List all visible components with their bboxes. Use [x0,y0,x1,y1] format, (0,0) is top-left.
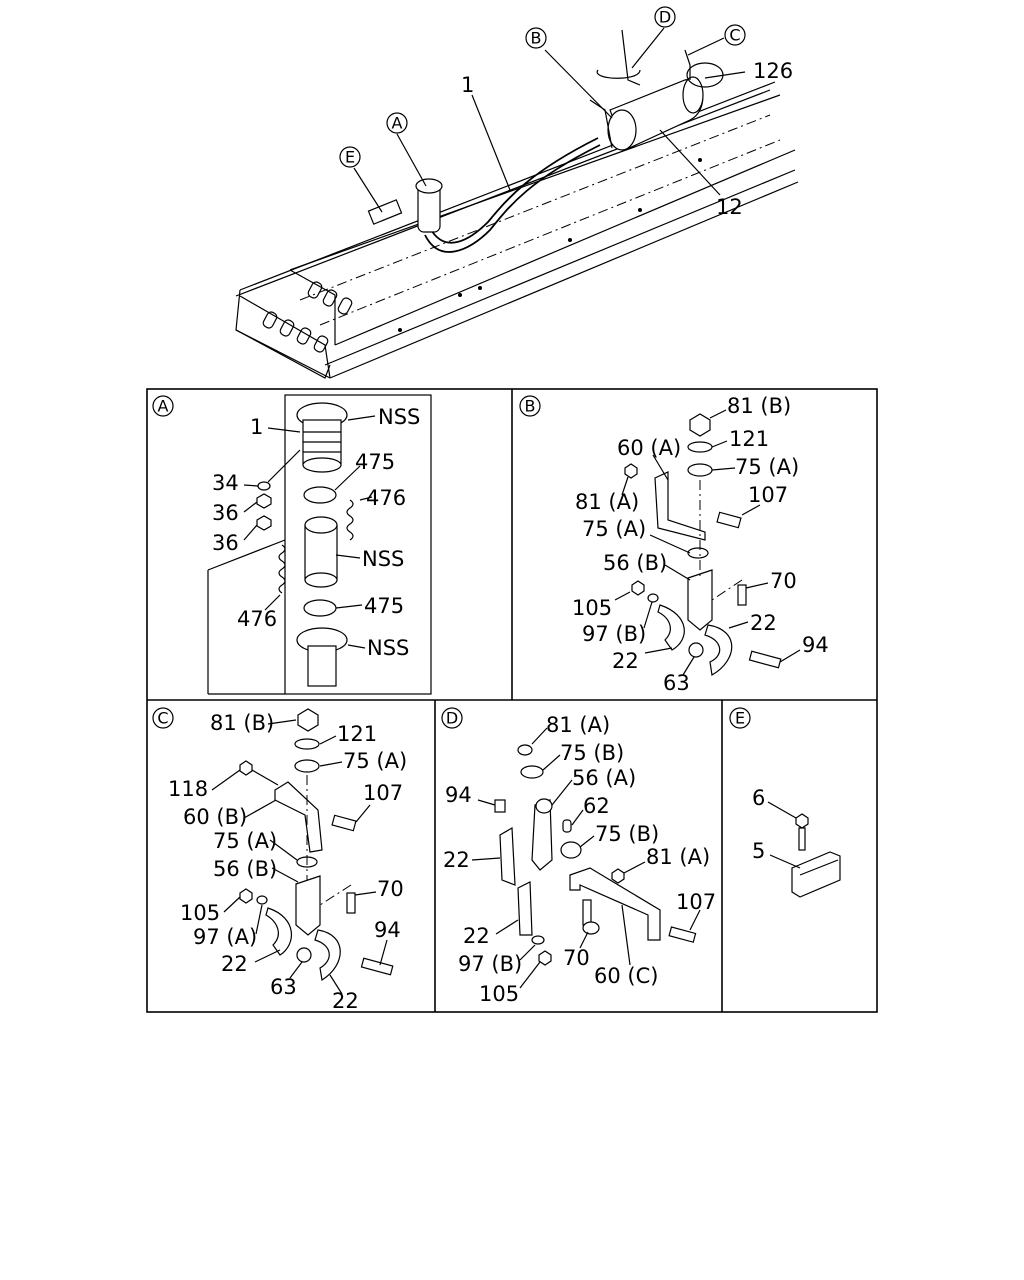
part-label: 81 (B) [210,711,274,735]
part-label: 94 [445,783,472,807]
part-label: 36 [212,531,239,555]
part-label: 81 (B) [727,394,791,418]
part-label: 1 [250,415,263,439]
part-label: 107 [363,781,403,805]
part-label: 1 [461,73,474,97]
callout-C: C [724,24,746,46]
part-label: 94 [802,633,829,657]
part-label: 70 [770,569,797,593]
part-label: 22 [221,952,248,976]
part-label: 105 [180,901,220,925]
part-label: 62 [583,794,610,818]
part-label: 5 [752,839,765,863]
part-label: 63 [270,975,297,999]
svg-text:B: B [531,29,542,48]
part-label: 107 [748,483,788,507]
part-label: 97 (A) [193,925,257,949]
part-label: 22 [443,848,470,872]
part-label: 22 [332,989,359,1013]
callout-B: B [525,27,547,49]
part-label: 105 [479,982,519,1006]
exhaust-pipe [415,137,601,253]
part-label: NSS [378,405,420,429]
part-label: 75 (A) [213,829,277,853]
part-label: 63 [663,671,690,695]
part-label: 121 [337,722,377,746]
part-label: 75 (B) [560,741,624,765]
panel-letter: E [735,709,745,728]
part-label: 12 [716,195,743,219]
part-label: 75 (A) [343,749,407,773]
panel-c: C 81 (B) 121 [152,707,407,1013]
svg-text:A: A [392,114,403,133]
chassis-frame [235,81,799,379]
muffler-brackets [367,29,691,225]
callout-D: D [654,6,676,28]
part-label: 476 [366,486,406,510]
muffler [596,62,724,151]
part-label: 22 [463,924,490,948]
panel-letter: D [446,709,458,728]
panel-letter: B [525,397,536,416]
part-label: 94 [374,918,401,942]
part-label: 81 (A) [646,845,710,869]
panel-b: B 81 (B) 121 [519,394,829,695]
part-label: 6 [752,786,765,810]
panel-e: E 6 5 [729,707,841,898]
part-label: 60 (C) [594,964,658,988]
part-label: 75 (A) [582,517,646,541]
detail-panels-frame [146,388,878,1013]
panel-a: A [152,394,432,695]
part-label: 81 (A) [575,490,639,514]
svg-text:D: D [659,8,671,27]
part-label: 22 [750,611,777,635]
part-label: 56 (B) [213,857,277,881]
part-label: 70 [377,877,404,901]
panel-letter: C [157,709,168,728]
part-label: 36 [212,501,239,525]
part-label: 121 [729,427,769,451]
part-label: 75 (A) [735,455,799,479]
part-label: 56 (B) [603,551,667,575]
part-label: 475 [355,450,395,474]
part-label: 475 [364,594,404,618]
overview-illustration: A E B D C 1 12 126 [235,6,799,379]
panel-letter: A [158,397,169,416]
callout-A: A [386,112,408,134]
part-label: 107 [676,890,716,914]
part-label: NSS [362,547,404,571]
part-label: 60 (A) [617,436,681,460]
part-label: 70 [563,946,590,970]
part-label: 97 (B) [458,952,522,976]
part-label: 34 [212,471,239,495]
part-label: 105 [572,596,612,620]
panel-d: D 81 (A) 75 (B) 56 (A) 9 [441,707,716,1006]
part-label: 476 [237,607,277,631]
part-label: 97 (B) [582,622,646,646]
part-label: NSS [367,636,409,660]
part-label: 126 [753,59,793,83]
overview-leaders [353,27,746,213]
part-label: 81 (A) [546,713,610,737]
part-label: 60 (B) [183,805,247,829]
part-label: 56 (A) [572,766,636,790]
part-label: 75 (B) [595,822,659,846]
callout-E: E [339,146,361,168]
svg-text:E: E [345,148,355,167]
part-label: 118 [168,777,208,801]
part-label: 22 [612,649,639,673]
svg-text:C: C [729,26,740,45]
